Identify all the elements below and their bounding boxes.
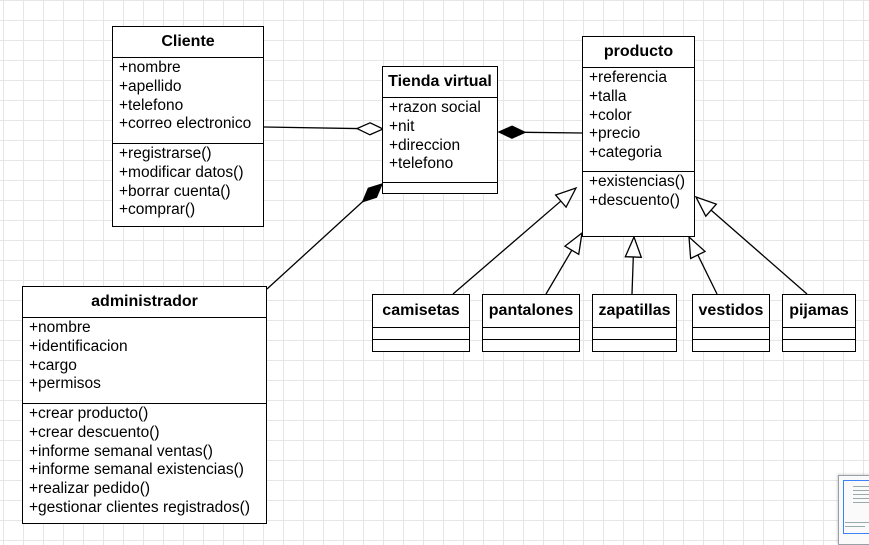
class-name: administrador — [23, 287, 266, 318]
generalization-arrow-icon — [694, 195, 718, 218]
attribute-item: +cargo — [29, 356, 77, 374]
composition-diamond-icon — [361, 182, 384, 203]
class-camisetas[interactable]: camisetas — [372, 294, 470, 352]
class-producto[interactable]: producto +referencia+talla+color+precio+… — [582, 36, 695, 237]
generalization-line — [631, 256, 634, 295]
class-cliente[interactable]: Cliente +nombre+apellido+telefono+correo… — [112, 26, 264, 227]
minimap-line — [845, 526, 865, 527]
attribute-item: +referencia — [589, 69, 667, 86]
generalization-line — [710, 209, 808, 295]
method-list — [783, 340, 855, 351]
generalization-arrow-icon — [624, 235, 643, 258]
method-item: +modificar datos() — [119, 163, 244, 181]
generalization-arrow-icon — [688, 235, 707, 260]
method-item: +informe semanal existencias() — [29, 461, 244, 479]
generalization-line — [697, 254, 718, 295]
method-list — [383, 183, 497, 193]
composition-line — [524, 131, 583, 134]
attribute-item: +telefono — [119, 96, 184, 114]
generalization-line — [545, 249, 573, 295]
attribute-list — [783, 328, 855, 340]
class-pijamas[interactable]: pijamas — [782, 294, 856, 352]
class-name: camisetas — [373, 295, 469, 328]
class-name: pijamas — [783, 295, 855, 328]
attribute-item: +correo electronico — [119, 115, 252, 133]
attribute-item: +direccion — [389, 136, 461, 154]
attribute-item: +razon social — [389, 99, 481, 116]
method-list: +existencias()+descuento() — [583, 172, 694, 236]
class-name: Tienda virtual — [383, 67, 497, 98]
class-name: pantalones — [483, 295, 579, 328]
attribute-item: +nombre — [29, 319, 91, 336]
generalization-line — [452, 200, 562, 295]
class-zapatillas[interactable]: zapatillas — [592, 294, 677, 352]
attribute-item: +talla — [589, 87, 627, 105]
method-list: +crear producto()+crear descuento()+info… — [23, 404, 266, 523]
attribute-item: +precio — [589, 125, 641, 143]
aggregation-line — [263, 126, 358, 130]
method-list — [483, 340, 579, 351]
method-item: +crear descuento() — [29, 423, 160, 441]
attribute-list — [483, 328, 579, 340]
method-list — [693, 340, 769, 351]
class-vestidos[interactable]: vestidos — [692, 294, 770, 352]
minimap-line — [845, 522, 869, 523]
attribute-list: +nombre+identificacion+cargo+permisos — [23, 318, 266, 404]
attribute-item: +identificacion — [29, 337, 128, 355]
class-name: producto — [583, 37, 694, 68]
method-list: +registrarse()+modificar datos()+borrar … — [113, 144, 263, 226]
method-list — [373, 340, 469, 351]
attribute-item: +telefono — [389, 155, 454, 173]
attribute-item: +nit — [389, 117, 415, 135]
minimap-line — [853, 502, 869, 503]
composition-line — [266, 201, 364, 290]
method-item: +descuento() — [589, 191, 680, 209]
generalization-arrow-icon — [554, 186, 578, 209]
minimap-line — [853, 494, 869, 495]
minimap-line — [853, 490, 869, 491]
aggregation-diamond-icon — [355, 122, 385, 136]
class-name: zapatillas — [593, 295, 676, 328]
class-tienda-virtual[interactable]: Tienda virtual +razon social+nit+direcci… — [382, 66, 498, 194]
method-list — [593, 340, 676, 351]
attribute-item: +apellido — [119, 77, 182, 95]
method-item: +existencias() — [589, 173, 686, 190]
method-item: +borrar cuenta() — [119, 182, 231, 200]
composition-diamond-icon — [497, 125, 527, 139]
attribute-list: +nombre+apellido+telefono+correo electro… — [113, 58, 263, 144]
minimap-line — [853, 498, 869, 499]
class-administrador[interactable]: administrador +nombre+identificacion+car… — [22, 286, 267, 524]
attribute-item: +nombre — [119, 59, 181, 76]
attribute-item: +permisos — [29, 375, 101, 393]
class-name: vestidos — [693, 295, 769, 328]
minimap-line — [853, 486, 869, 487]
attribute-item: +categoria — [589, 144, 662, 162]
method-item: +informe semanal ventas() — [29, 442, 213, 460]
minimap-viewport[interactable] — [843, 480, 869, 534]
method-item: +comprar() — [119, 201, 196, 219]
method-item: +crear producto() — [29, 405, 149, 422]
attribute-item: +color — [589, 106, 632, 124]
method-item: +realizar pedido() — [29, 480, 151, 498]
minimap-thumbnail[interactable] — [838, 475, 869, 545]
class-name: Cliente — [113, 27, 263, 58]
attribute-list — [693, 328, 769, 340]
attribute-list — [373, 328, 469, 340]
generalization-arrow-icon — [563, 231, 583, 256]
class-pantalones[interactable]: pantalones — [482, 294, 580, 352]
attribute-list: +razon social+nit+direccion+telefono — [383, 98, 497, 183]
method-item: +gestionar clientes registrados() — [29, 498, 250, 516]
attribute-list: +referencia+talla+color+precio+categoria — [583, 68, 694, 172]
attribute-list — [593, 328, 676, 340]
method-item: +registrarse() — [119, 145, 212, 162]
